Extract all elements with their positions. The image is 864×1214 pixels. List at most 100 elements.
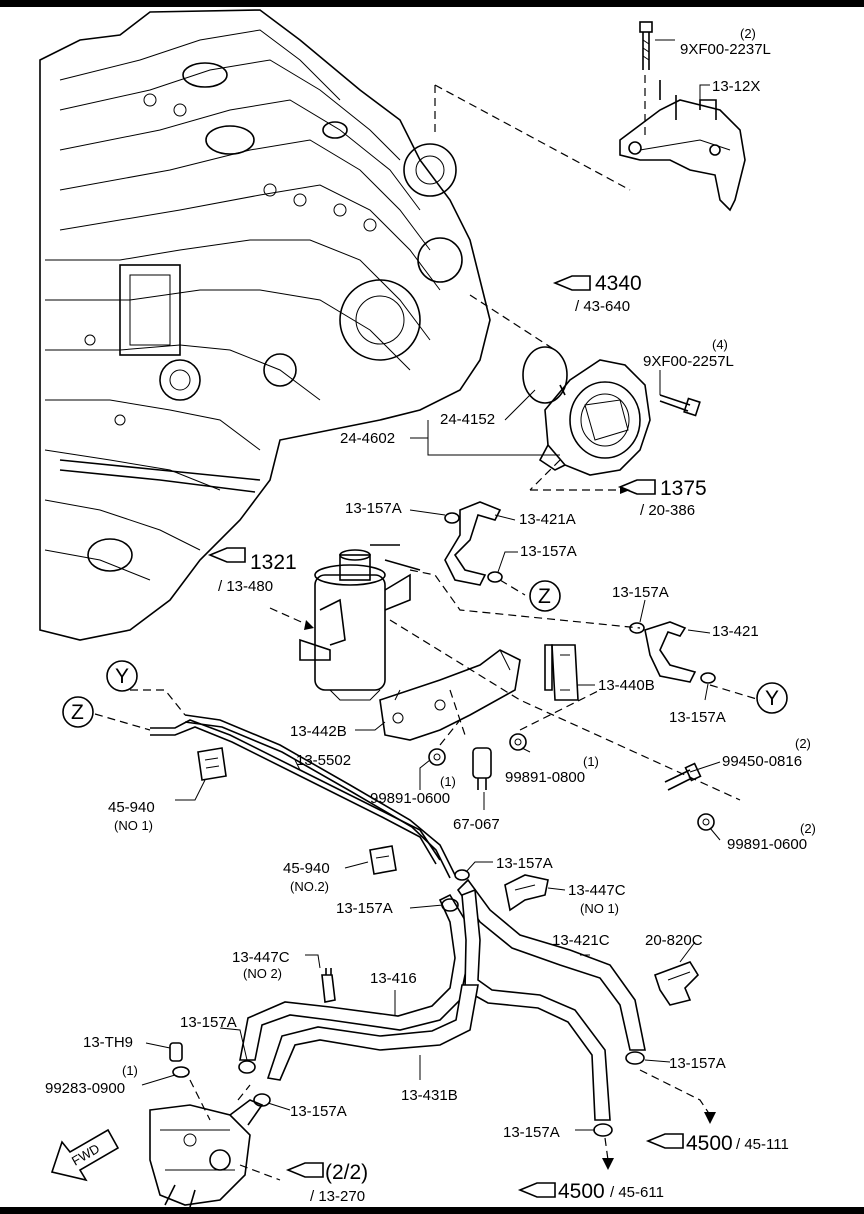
- ref-4500-bottom-sub: / 45-611: [610, 1184, 664, 1201]
- label-pipe-5502: 13-5502: [296, 752, 351, 769]
- hose-13-416: [239, 893, 469, 1061]
- bolt-9xf00-2257l: [659, 394, 701, 417]
- label-vacuum-pump: 24-4602: [340, 430, 395, 447]
- label-clip-940-no1-sub: (NO 1): [114, 818, 153, 833]
- label-hose-416: 13-416: [370, 970, 417, 987]
- hose-13-421c: [456, 878, 646, 1051]
- label-sensor-th9: 13-TH9: [83, 1034, 133, 1051]
- label-nut-0800: 99891-0800: [505, 769, 585, 786]
- label-bolt-top-qty: (2): [740, 26, 756, 41]
- ref-4340-sub: / 43-640: [575, 298, 630, 315]
- hose-13-421: [644, 621, 697, 683]
- ref-1321-sub: / 13-480: [218, 578, 273, 595]
- label-bolt-pump: 9XF00-2257L: [643, 353, 734, 370]
- nut-99891-0600-b: [697, 813, 715, 831]
- label-hose-421c: 13-421C: [552, 932, 610, 949]
- ref-4500-right-sub: / 45-111: [736, 1136, 789, 1153]
- label-hose-431b: 13-431B: [401, 1087, 458, 1104]
- label-clip-447c-no2-sub: (NO 2): [243, 966, 282, 981]
- label-clamp-a2: 13-157A: [520, 543, 577, 560]
- marker-y-left: Y: [115, 665, 129, 688]
- label-hose-421: 13-421: [712, 623, 759, 640]
- clip-13-447c-no1: [504, 874, 549, 912]
- label-clip-447c-no2: 13-447C: [232, 949, 290, 966]
- label-oring-0900-qty: (1): [122, 1063, 138, 1078]
- label-bracket-13-12x: 13-12X: [712, 78, 760, 95]
- label-bolt-pump-qty: (4): [712, 337, 728, 352]
- clip-13-447c-no2: [321, 968, 336, 1003]
- label-clamp-a7: 13-157A: [180, 1014, 237, 1031]
- label-nut-0600b: 99891-0600: [727, 836, 807, 853]
- label-nut-0800-qty: (1): [583, 754, 599, 769]
- marker-y-left-circle: [106, 660, 138, 692]
- label-bolt-top: 9XF00-2237L: [680, 41, 771, 58]
- connector-67-067: [472, 747, 492, 790]
- marker-z-right: Z: [538, 585, 551, 608]
- label-clamp-a10: 13-157A: [503, 1124, 560, 1141]
- fwd-arrow: [50, 1128, 120, 1182]
- marker-z-left: Z: [71, 701, 84, 724]
- label-clamp-a8: 13-157A: [669, 1055, 726, 1072]
- thermostat-housing: [149, 1099, 264, 1208]
- pointing-hand-icon: [207, 275, 684, 1198]
- ref-4500-bottom[interactable]: 4500: [558, 1180, 605, 1203]
- label-bracket-442b: 13-442B: [290, 723, 347, 740]
- label-bolt-0816-qty: (2): [795, 736, 811, 751]
- bolt-9xf00-2237l: [639, 21, 653, 70]
- label-clamp-a4: 13-157A: [669, 709, 726, 726]
- label-clamp-a3: 13-157A: [612, 584, 669, 601]
- label-clamp-a6: 13-157A: [336, 900, 393, 917]
- bracket-13-440b: [544, 644, 579, 701]
- clip-45-940-no2: [369, 845, 397, 875]
- bracket-13-12x: [619, 80, 746, 212]
- label-hose-421a: 13-421A: [519, 511, 576, 528]
- hose-13-421a: [444, 501, 502, 586]
- ref-2-2-sub: / 13-270: [310, 1188, 365, 1205]
- ref-2-2[interactable]: (2/2): [325, 1161, 368, 1184]
- ref-4340[interactable]: 4340: [595, 272, 642, 295]
- label-clip-447c-no1-sub: (NO 1): [580, 901, 619, 916]
- bottom-border: [0, 1207, 864, 1214]
- label-nut-0600a-qty: (1): [440, 774, 456, 789]
- gasket-24-4152: [522, 346, 568, 404]
- clamps-upper: [444, 512, 716, 684]
- label-nut-0600a: 99891-0600: [370, 790, 450, 807]
- label-connector-067: 67-067: [453, 816, 500, 833]
- label-gasket: 24-4152: [440, 411, 495, 428]
- marker-z-right-circle: [529, 580, 561, 612]
- label-clamp-a9: 13-157A: [290, 1103, 347, 1120]
- vacuum-pump-24-4602: [538, 359, 651, 476]
- marker-y-right: Y: [765, 687, 779, 710]
- clip-45-940-no1: [197, 747, 227, 781]
- ref-4500-right[interactable]: 4500: [686, 1132, 733, 1155]
- fwd-label: FWD: [69, 1141, 102, 1169]
- bracket-13-442b: [379, 649, 521, 741]
- label-clamp-a1: 13-157A: [345, 500, 402, 517]
- nut-99891-0800: [509, 733, 527, 751]
- top-border: [0, 0, 864, 7]
- label-clip-940-no2-sub: (NO.2): [290, 879, 329, 894]
- pipe-13-5502: [150, 714, 456, 879]
- engine-block: [39, 9, 491, 641]
- label-clip-820c: 20-820C: [645, 932, 703, 949]
- label-clip-940-no2: 45-940: [283, 860, 330, 877]
- label-clip-940-no1: 45-940: [108, 799, 155, 816]
- label-bracket-440b: 13-440B: [598, 677, 655, 694]
- oring-99283-0900: [172, 1066, 190, 1078]
- marker-y-right-circle: [756, 682, 788, 714]
- label-clip-447c-no1: 13-447C: [568, 882, 626, 899]
- marker-z-left-circle: [62, 696, 94, 728]
- nut-99891-0600-a: [428, 748, 446, 766]
- label-bolt-0816: 99450-0816: [722, 753, 802, 770]
- label-oring-0900: 99283-0900: [45, 1080, 125, 1097]
- label-nut-0600b-qty: (2): [800, 821, 816, 836]
- sensor-13-th9: [169, 1042, 183, 1062]
- label-clamp-a5: 13-157A: [496, 855, 553, 872]
- clip-20-820c: [653, 961, 700, 1006]
- solenoid-valve-unit: [299, 544, 421, 701]
- ref-1375[interactable]: 1375: [660, 477, 707, 500]
- ref-1321[interactable]: 1321: [250, 551, 297, 574]
- hose-13-431b: [266, 888, 611, 1121]
- bolt-99450-0816: [664, 762, 702, 791]
